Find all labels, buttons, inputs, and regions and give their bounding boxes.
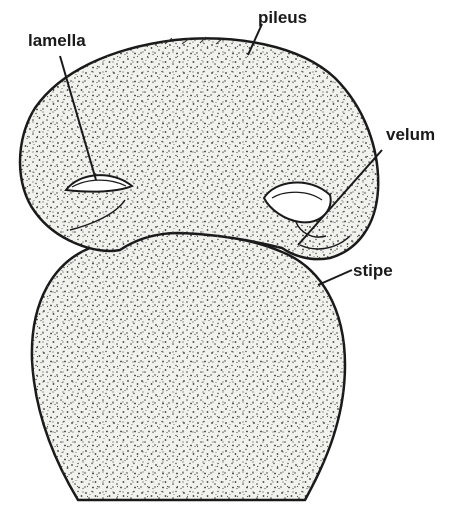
- label-lamella: lamella: [28, 31, 86, 50]
- label-velum: velum: [386, 125, 435, 144]
- label-pileus: pileus: [258, 8, 307, 27]
- stipe-speckle: [32, 233, 345, 500]
- label-stipe: stipe: [353, 261, 393, 280]
- stipe-leader-line: [318, 270, 352, 285]
